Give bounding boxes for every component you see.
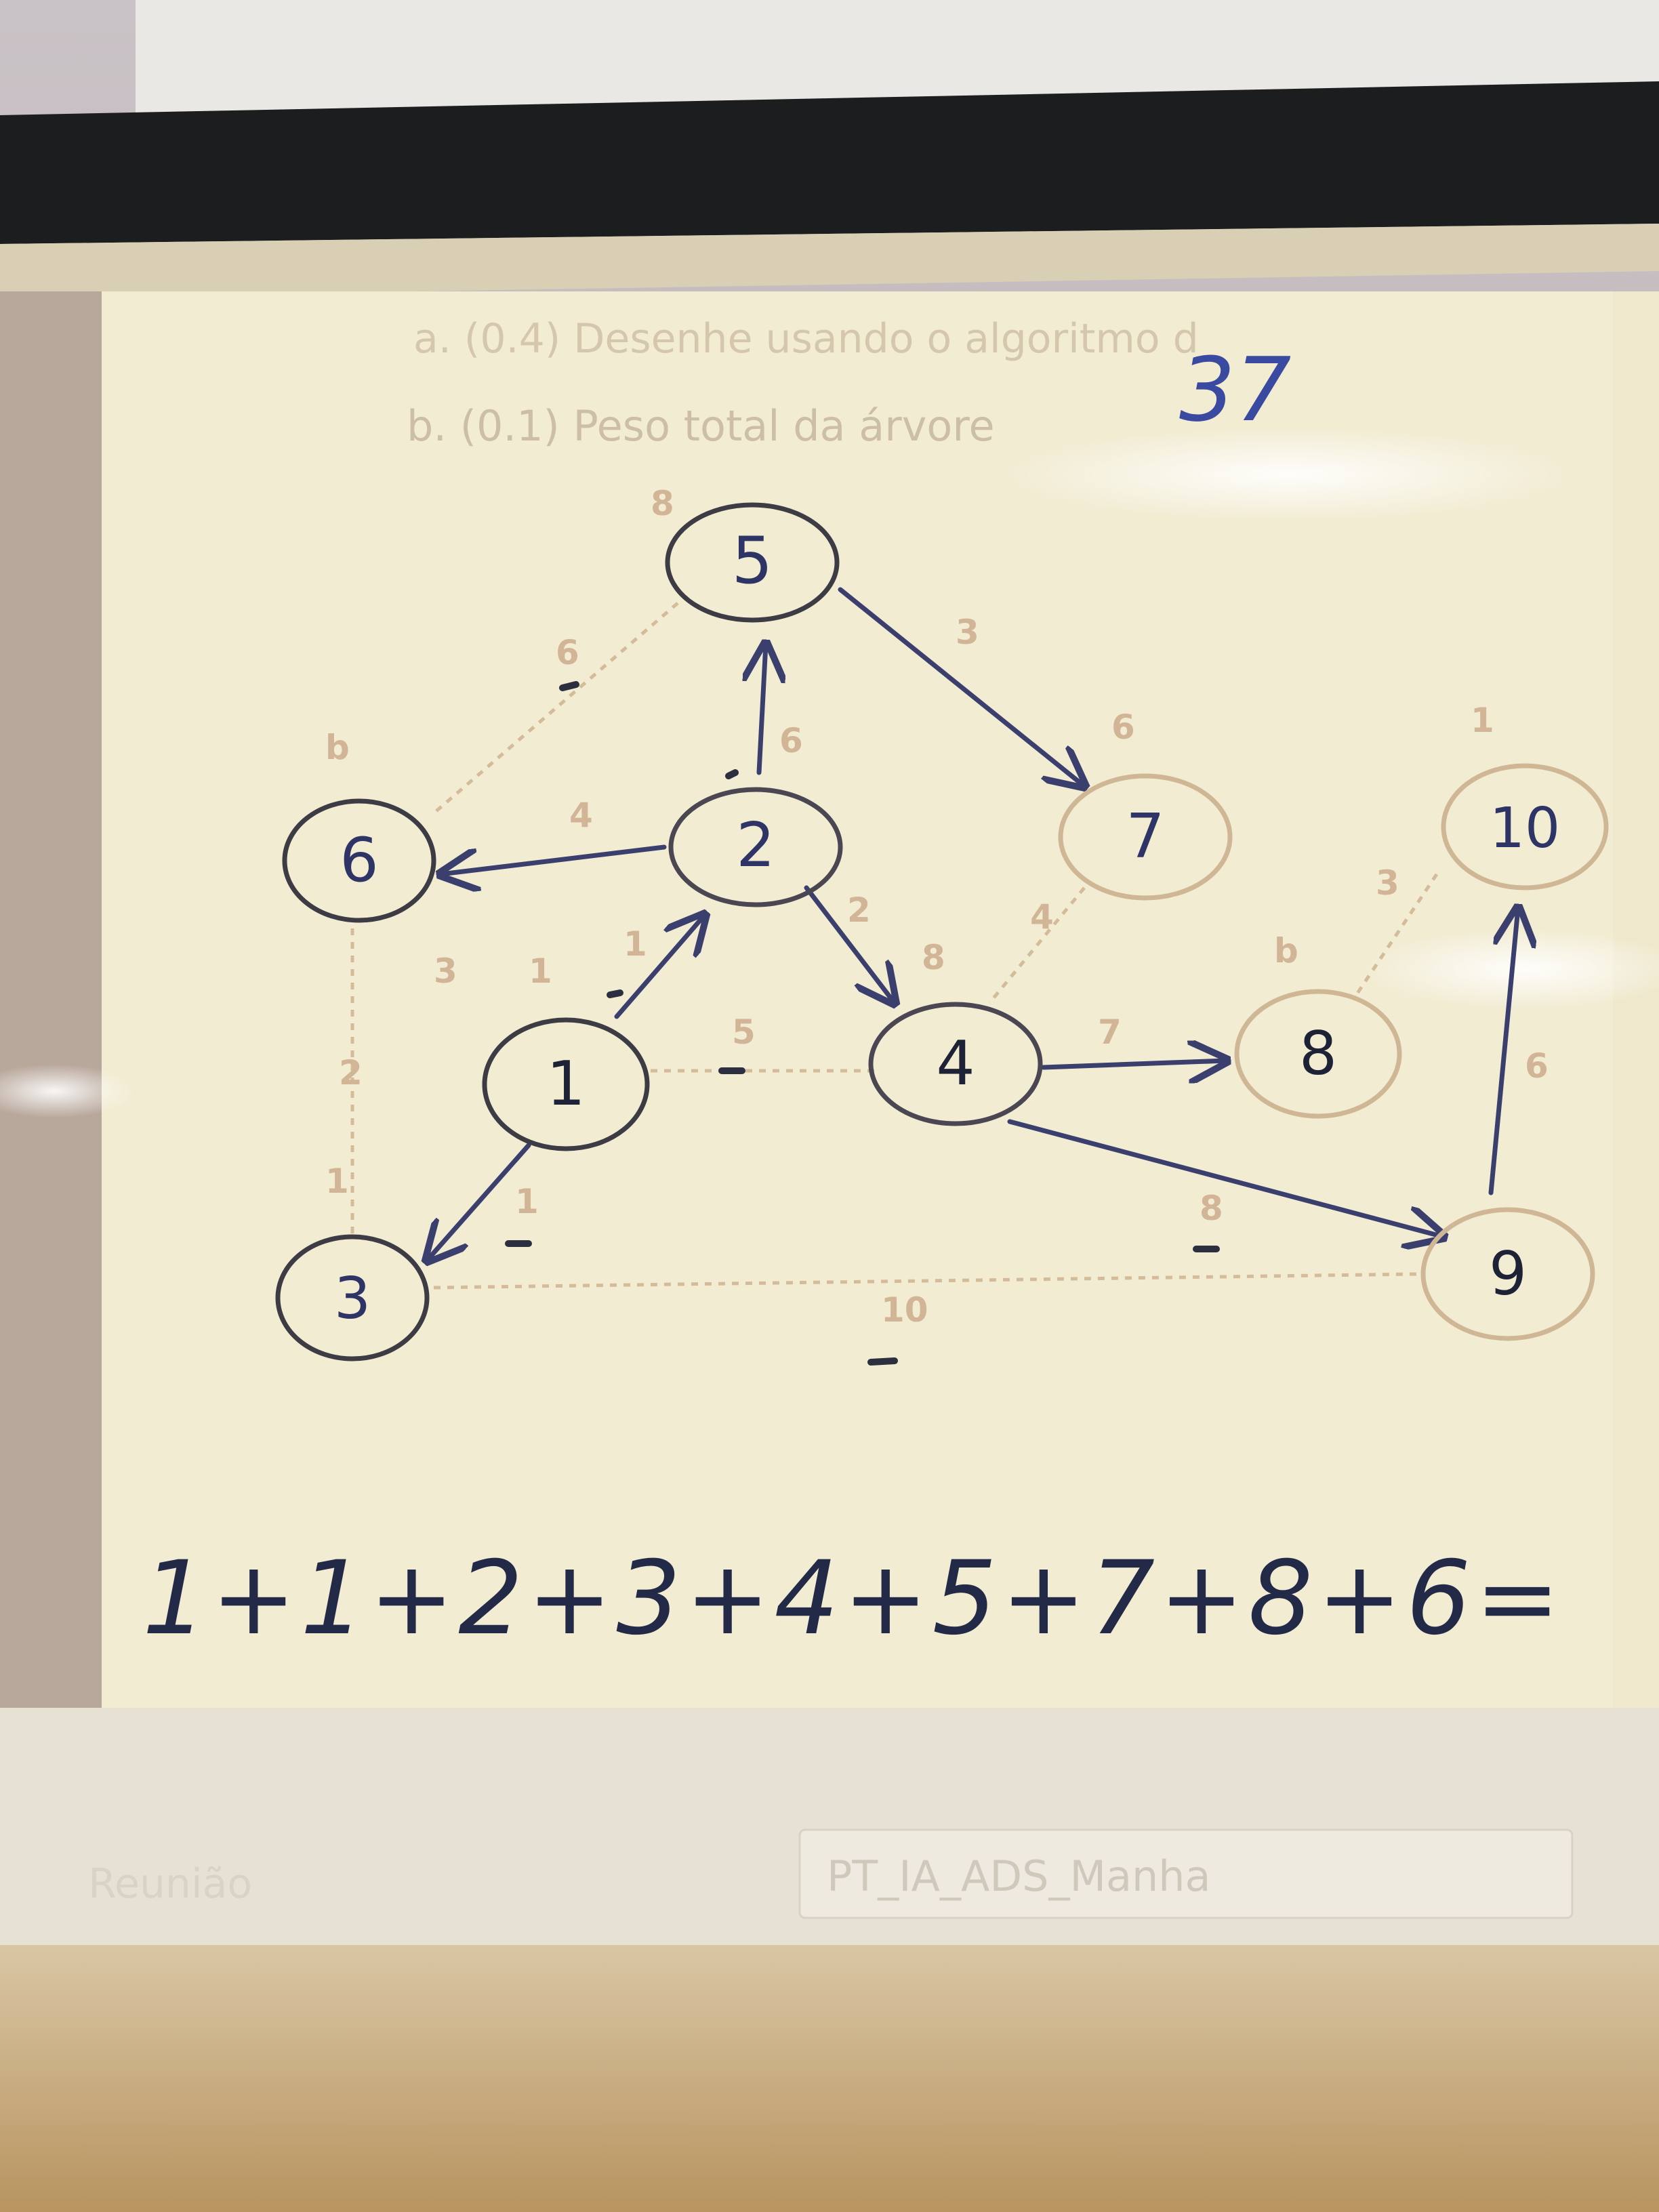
faint-weight: 1 xyxy=(325,1162,349,1201)
faint-weight: 10 xyxy=(881,1290,928,1330)
faint-weight: 3 xyxy=(1376,863,1399,903)
pen-mark xyxy=(607,989,623,998)
edge-5-7 xyxy=(838,587,1084,786)
frame-lower-edge xyxy=(0,224,1659,298)
node-2: 2 xyxy=(668,787,843,907)
faint-weight: 1 xyxy=(529,951,552,991)
faint-weight: 6 xyxy=(1111,708,1135,747)
faint-weight: 8 xyxy=(651,484,674,523)
faint-edge-3-9 xyxy=(433,1272,1417,1290)
edge-1-3 xyxy=(427,1143,531,1261)
faint-weight: 6 xyxy=(779,721,803,760)
faint-weight: 6 xyxy=(1525,1046,1549,1086)
faint-weight: 7 xyxy=(1098,1012,1122,1052)
graph-nodes: 5 2 6 7 10 1 4 8 xyxy=(275,502,1609,1361)
edge-2-5 xyxy=(759,644,766,775)
faint-edge-8-10 xyxy=(1353,873,1439,998)
faint-weights: 8 6 3 6 6 b 4 1 2 4 8 b 3 3 1 1 5 7 6 2 … xyxy=(325,484,1549,1330)
node-label: 6 xyxy=(340,825,378,896)
faint-weight: 4 xyxy=(569,796,593,835)
faint-weight: 3 xyxy=(956,613,979,652)
node-label: 9 xyxy=(1489,1239,1527,1309)
node-8: 8 xyxy=(1234,989,1402,1119)
taskbar-left-label: Reunião xyxy=(88,1860,252,1908)
pen-mark xyxy=(725,769,739,779)
slide-right-edge xyxy=(1613,291,1659,1850)
node-label: 7 xyxy=(1126,801,1164,872)
edge-4-9 xyxy=(1007,1119,1443,1237)
faint-weight: b xyxy=(325,728,350,767)
handwritten-total: 37 xyxy=(1179,338,1291,441)
taskbar-tab[interactable] xyxy=(798,1828,1574,1919)
faint-weight: 2 xyxy=(847,890,871,930)
faint-weight: 8 xyxy=(1200,1189,1223,1228)
faint-weight: 2 xyxy=(339,1053,363,1092)
node-label: 1 xyxy=(546,1048,585,1120)
light-glare-top xyxy=(1003,427,1572,522)
faint-weight: b xyxy=(1274,931,1298,970)
node-1: 1 xyxy=(482,1017,650,1151)
selected-edges xyxy=(427,587,1518,1261)
edge-2-4 xyxy=(804,885,895,1003)
faint-weight: 1 xyxy=(623,924,647,964)
node-4: 4 xyxy=(868,1002,1043,1126)
faint-weight: 1 xyxy=(1471,701,1494,740)
light-glare-left xyxy=(0,1064,136,1118)
slide-item-a: a. (0.4) Desenhe usando o algoritmo d xyxy=(413,315,1199,363)
faint-weight: 1 xyxy=(515,1182,539,1221)
projector-screen-frame xyxy=(0,81,1659,244)
node-label: 8 xyxy=(1299,1019,1337,1088)
handwritten-sum: 1+1+2+3+4+5+7+8+6= xyxy=(142,1540,1564,1658)
pen-marks xyxy=(505,681,1220,1366)
faint-weight: 4 xyxy=(1030,897,1054,937)
node-label: 2 xyxy=(736,810,775,881)
node-10: 10 xyxy=(1441,763,1609,890)
edge-9-10 xyxy=(1488,908,1518,1195)
node-5: 5 xyxy=(665,502,840,623)
pen-mark xyxy=(867,1357,898,1366)
node-label: 4 xyxy=(936,1028,975,1099)
desk-surface xyxy=(0,1945,1659,2212)
slide-left-shadow xyxy=(0,291,102,1715)
node-label: 10 xyxy=(1490,796,1560,861)
edge-4-8 xyxy=(1041,1061,1227,1067)
node-3: 3 xyxy=(275,1234,430,1361)
faint-edge-4-7 xyxy=(988,886,1086,1004)
faint-weight: 3 xyxy=(434,951,457,991)
node-label: 5 xyxy=(732,524,773,598)
taskbar-tab-label: PT_IA_ADS_Manha xyxy=(827,1851,1211,1901)
faint-weight: 8 xyxy=(922,938,945,977)
faint-weight: 5 xyxy=(732,1012,756,1052)
node-6: 6 xyxy=(282,798,436,923)
edge-1-2 xyxy=(614,915,705,1019)
pen-mark xyxy=(559,681,579,691)
faint-weight: 6 xyxy=(556,633,579,672)
node-7: 7 xyxy=(1058,773,1233,901)
node-9: 9 xyxy=(1420,1207,1595,1341)
slide-item-b: b. (0.1) Peso total da árvore xyxy=(407,401,995,451)
faint-edges xyxy=(350,602,1439,1290)
node-label: 3 xyxy=(334,1265,371,1332)
edge-2-6 xyxy=(441,844,667,874)
